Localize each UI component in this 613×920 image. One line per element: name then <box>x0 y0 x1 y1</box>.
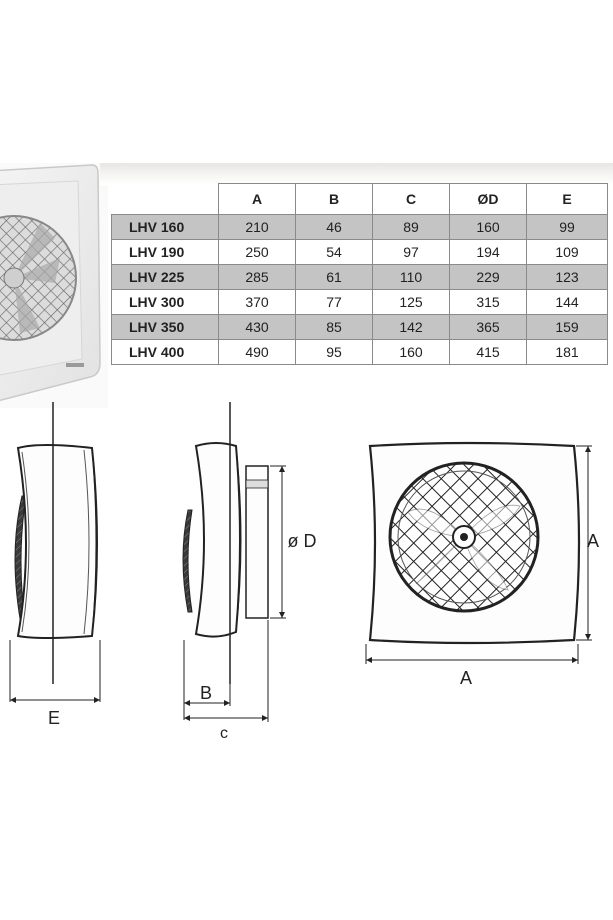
dimension-label-e: E <box>48 708 60 728</box>
model-cell: LHV 400 <box>111 339 219 365</box>
value-cell: 210 <box>218 214 296 240</box>
table-row: LHV 300 370 77 125 315 144 <box>111 289 608 315</box>
value-cell: 89 <box>372 214 450 240</box>
value-cell: 229 <box>449 264 527 290</box>
value-cell: 430 <box>218 314 296 340</box>
value-cell: 250 <box>218 239 296 265</box>
value-cell: 159 <box>526 314 608 340</box>
table-row: LHV 160 210 46 89 160 99 <box>111 214 608 240</box>
fan-product-photo <box>0 163 108 408</box>
model-cell: LHV 300 <box>111 289 219 315</box>
value-cell: 490 <box>218 339 296 365</box>
value-cell: 95 <box>295 339 373 365</box>
column-header-c: C <box>372 183 450 215</box>
table-row: LHV 190 250 54 97 194 109 <box>111 239 608 265</box>
corner-cell <box>111 183 219 215</box>
value-cell: 181 <box>526 339 608 365</box>
value-cell: 123 <box>526 264 608 290</box>
column-header-d: ØD <box>449 183 527 215</box>
table-row: LHV 350 430 85 142 365 159 <box>111 314 608 340</box>
dimension-label-a-width: A <box>460 668 472 688</box>
dimension-label-d: ø D <box>288 531 317 551</box>
model-cell: LHV 160 <box>111 214 219 240</box>
value-cell: 194 <box>449 239 527 265</box>
value-cell: 125 <box>372 289 450 315</box>
table-row: LHV 225 285 61 110 229 123 <box>111 264 608 290</box>
value-cell: 160 <box>449 214 527 240</box>
model-cell: LHV 225 <box>111 264 219 290</box>
table-row: LHV 400 490 95 160 415 181 <box>111 339 608 365</box>
value-cell: 61 <box>295 264 373 290</box>
value-cell: 142 <box>372 314 450 340</box>
value-cell: 99 <box>526 214 608 240</box>
column-header-a: A <box>218 183 296 215</box>
model-cell: LHV 190 <box>111 239 219 265</box>
value-cell: 370 <box>218 289 296 315</box>
dimension-label-a-height: A <box>587 531 599 551</box>
value-cell: 109 <box>526 239 608 265</box>
value-cell: 315 <box>449 289 527 315</box>
front-view: A A <box>365 441 599 688</box>
value-cell: 54 <box>295 239 373 265</box>
technical-drawings: E B c ø D <box>9 402 599 742</box>
value-cell: 110 <box>372 264 450 290</box>
value-cell: 77 <box>295 289 373 315</box>
column-header-e: E <box>526 183 608 215</box>
value-cell: 46 <box>295 214 373 240</box>
side-view-bcd: B c ø D <box>182 402 317 742</box>
value-cell: 144 <box>526 289 608 315</box>
table-header-row: A B C ØD E <box>111 183 608 215</box>
value-cell: 97 <box>372 239 450 265</box>
column-header-b: B <box>295 183 373 215</box>
header-banner <box>100 163 613 185</box>
value-cell: 415 <box>449 339 527 365</box>
value-cell: 365 <box>449 314 527 340</box>
dimension-label-c: c <box>220 725 228 742</box>
side-view-e: E <box>9 402 101 728</box>
value-cell: 160 <box>372 339 450 365</box>
value-cell: 85 <box>295 314 373 340</box>
model-cell: LHV 350 <box>111 314 219 340</box>
dimensions-table: A B C ØD E LHV 160 210 46 89 160 99 LHV … <box>111 183 608 365</box>
dimension-label-b: B <box>200 683 212 703</box>
value-cell: 285 <box>218 264 296 290</box>
